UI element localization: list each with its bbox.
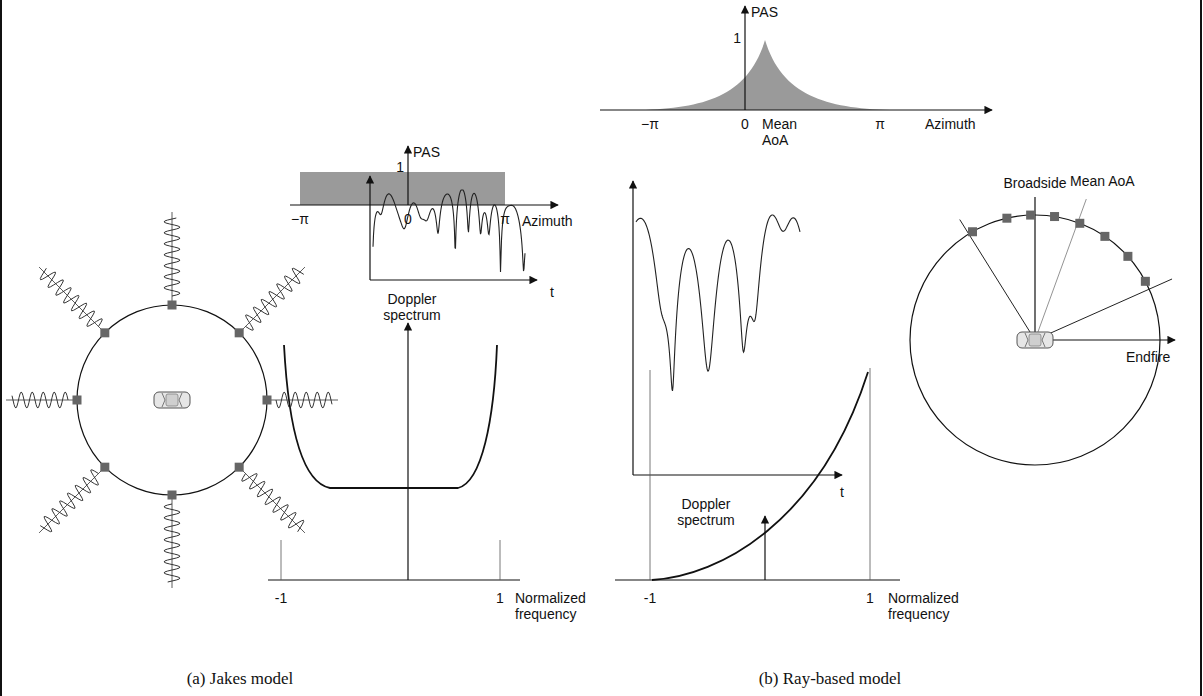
axis-title: t (550, 284, 554, 300)
frequency-limit (870, 368, 871, 580)
axis-tick: 1 (866, 590, 874, 606)
scatterer (100, 463, 109, 472)
jakes-spectrum (284, 345, 497, 488)
frequency-limit (281, 540, 282, 580)
fading-envelope (373, 190, 525, 272)
ray-scatterers (960, 197, 1175, 340)
subfigure-caption: (a) Jakes model (187, 671, 294, 687)
spectrum-axis (764, 516, 765, 580)
axis-tick: 1 (396, 159, 404, 175)
axis-title: t (840, 484, 844, 500)
subfigure-caption: (b) Ray-based model (759, 671, 902, 687)
ray-line (6, 400, 77, 401)
wave (40, 470, 98, 532)
axis-tick: −π (291, 211, 309, 227)
frequency-limit (500, 540, 501, 580)
car-icon (154, 392, 190, 408)
scatterer (100, 328, 109, 337)
wave (40, 268, 102, 326)
axis-tick: π (875, 116, 885, 132)
vehicles (154, 332, 1053, 408)
scatterer (1050, 212, 1059, 221)
direction-label: Endfire (1126, 349, 1170, 365)
azimuth-axis (290, 204, 558, 205)
signal-axis (632, 181, 633, 475)
frame-line (1200, 0, 1202, 696)
wave (164, 504, 180, 582)
direction-label: Mean AoA (1070, 173, 1135, 189)
axis-title: Azimuth (522, 213, 573, 229)
direction-line (1035, 339, 1175, 340)
scatterer (235, 463, 244, 472)
car-icon (1017, 332, 1053, 348)
axis-title: PAS (751, 4, 778, 20)
scatterer (73, 396, 82, 405)
axis-tick: 1 (496, 590, 504, 606)
axis-tick: π (500, 211, 510, 227)
time-axis (370, 279, 537, 280)
axis-title: PAS (413, 144, 440, 160)
time-axis (633, 474, 842, 475)
ray-line (39, 267, 105, 333)
scatterer (968, 227, 977, 236)
wave (276, 392, 332, 408)
plot-title: Doppler spectrum (372, 291, 452, 323)
axis-tick: -1 (275, 590, 287, 606)
scatterer (1075, 219, 1084, 228)
axis-tick: 0 (404, 211, 412, 227)
scatterer (1002, 214, 1011, 223)
direction-label: Broadside (1003, 175, 1066, 191)
incoming-waves (6, 212, 338, 588)
scatterer (1123, 252, 1132, 261)
spectrum-axis (407, 323, 408, 580)
scatterer (1026, 211, 1035, 220)
axis-title: Azimuth (925, 116, 976, 132)
ray-line (239, 467, 305, 533)
ray-line (267, 400, 338, 401)
frame-line (0, 0, 2, 696)
scatterer (263, 396, 272, 405)
pas-axis (744, 6, 745, 110)
azimuth-axis (600, 109, 992, 110)
frequency-limit (650, 370, 651, 580)
laplacian-pas (640, 40, 890, 110)
axis-tick: 0 (741, 116, 749, 132)
scatterer (168, 491, 177, 500)
signal-axis (369, 176, 370, 280)
axis-title: Normalized frequency (515, 590, 607, 622)
wave (246, 268, 304, 330)
direction-line (1035, 279, 1172, 340)
plot-title: Doppler spectrum (666, 496, 746, 528)
pas-axis (407, 146, 408, 205)
scatterer (235, 328, 244, 337)
uniform-pas (300, 172, 505, 205)
scatterer-ring (77, 305, 267, 495)
scatterer (1141, 277, 1150, 286)
direction-line (960, 220, 1035, 340)
wave (242, 474, 304, 532)
ray-line (239, 267, 305, 333)
axis-tick: −π (641, 116, 659, 132)
ray-spectrum (652, 372, 868, 580)
wave (164, 218, 180, 296)
direction-line (1035, 199, 1086, 340)
ray-line (39, 467, 105, 533)
axis-tick: 1 (733, 30, 741, 46)
axis-tick: -1 (644, 590, 656, 606)
wave (12, 392, 68, 408)
axis-note: Mean AoA (762, 116, 806, 148)
fading-envelope (636, 215, 800, 391)
scatterer (168, 301, 177, 310)
frequency-axis (268, 579, 520, 580)
fading-signals (373, 190, 800, 391)
axis-title: Normalized frequency (888, 590, 988, 622)
scatterer (1100, 232, 1109, 241)
